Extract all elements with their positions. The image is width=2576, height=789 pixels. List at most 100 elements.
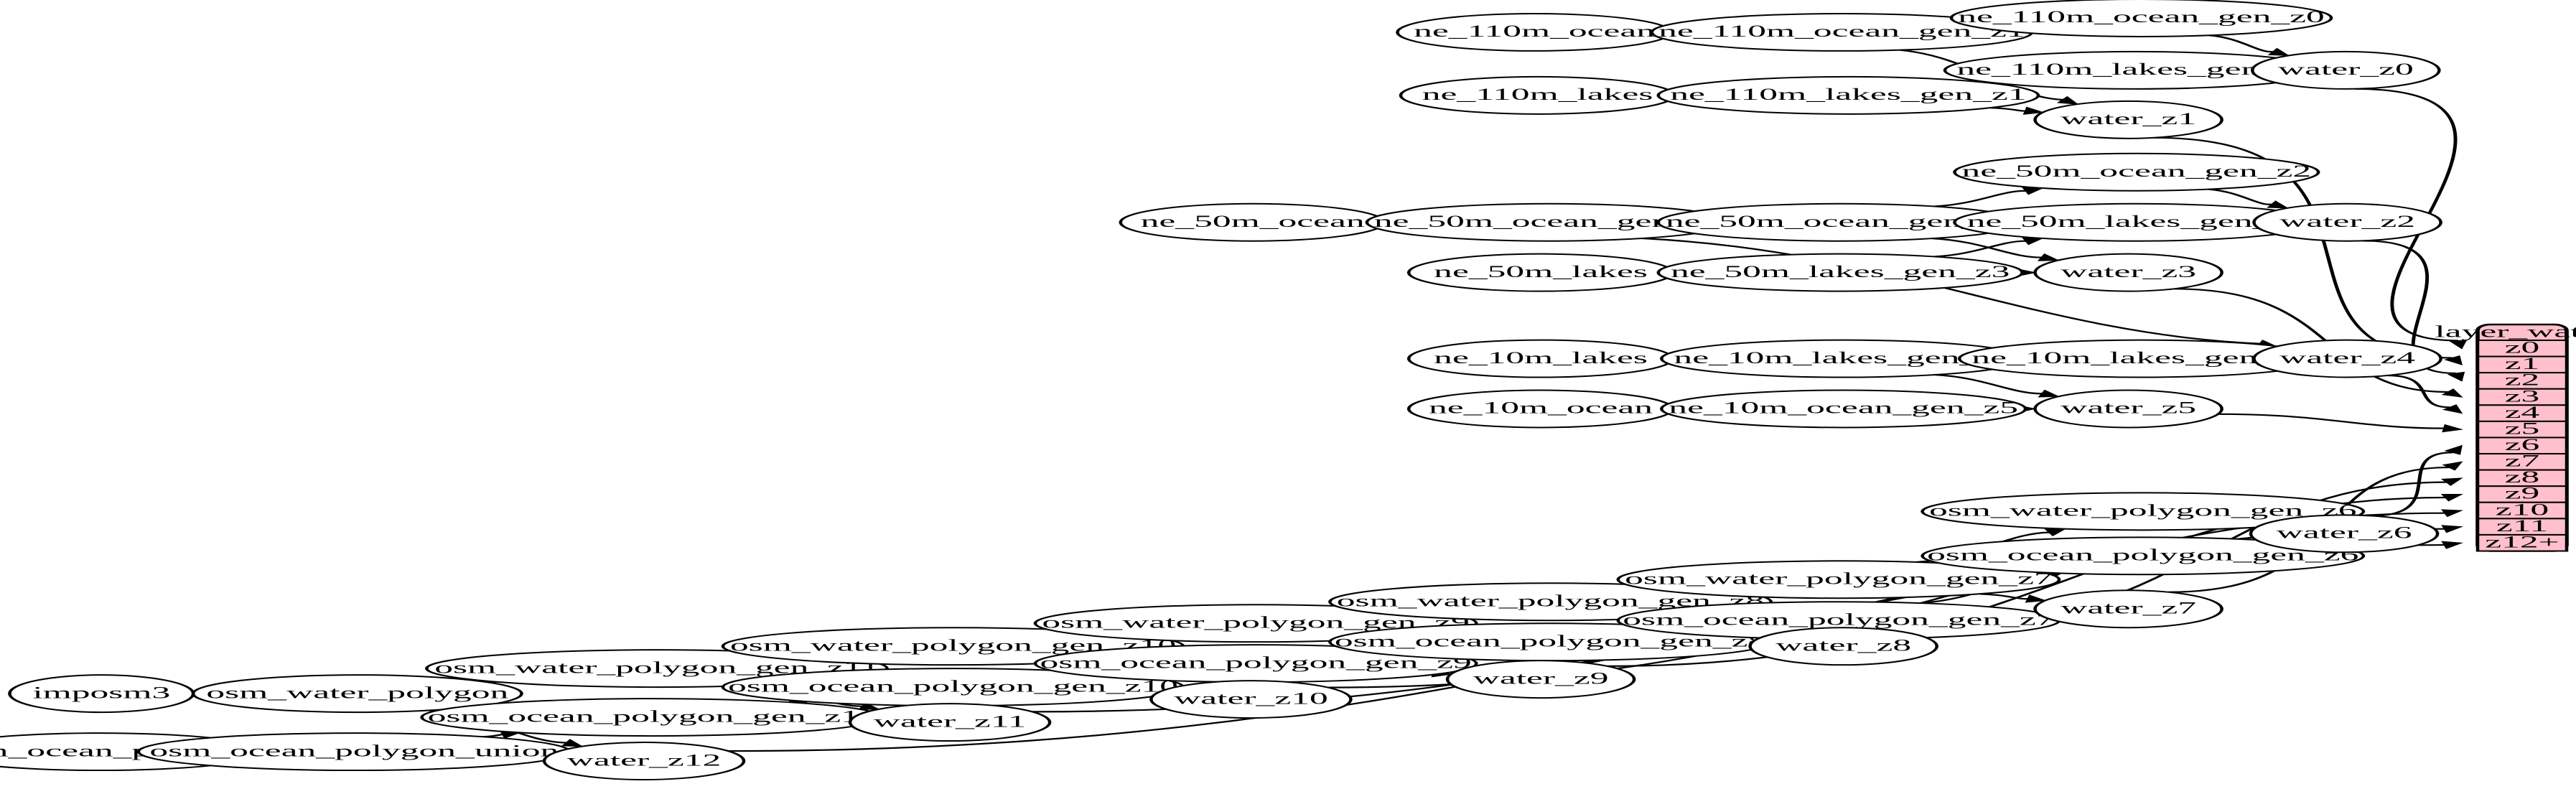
node-label: osm_ocean_polygon_gen_z11: [428, 707, 877, 726]
graph-node-water_z2[interactable]: water_z2: [2252, 202, 2442, 242]
graph-node-ne_110m_ocean_gen_z0[interactable]: ne_110m_ocean_gen_z0: [1949, 0, 2333, 37]
record-row-label: z5: [2505, 419, 2540, 438]
node-label: ne_10m_lakes: [1434, 348, 1648, 367]
record-node-layer: layer_waterz0z1z2z3z4z5z6z7z8z9z10z11z12…: [2435, 322, 2576, 552]
arrow-head-icon: [2442, 424, 2464, 433]
node-ellipse: [2249, 514, 2440, 554]
node-label: ne_50m_lakes_gen_z3: [1671, 262, 2010, 281]
node-label: water_z12: [567, 751, 722, 770]
node-ellipse: [1616, 560, 2061, 599]
graph-node-water_z5[interactable]: water_z5: [2033, 389, 2223, 429]
arrow-head-icon: [2442, 404, 2463, 414]
node-label: water_z4: [2279, 348, 2415, 367]
node-label: ne_110m_lakes_gen_z1: [1670, 85, 2026, 103]
node-ellipse: [1656, 75, 2040, 115]
record-row-label: z2: [2505, 370, 2540, 389]
graph-edge: [1979, 593, 2029, 600]
graph-node-ne_50m_ocean_gen_z4[interactable]: ne_50m_ocean_gen_z4: [1365, 202, 1732, 242]
graph-node-ne_10m_ocean[interactable]: ne_10m_ocean: [1406, 389, 1675, 429]
node-ellipse: [2252, 202, 2442, 242]
graph-node-water_z8[interactable]: water_z8: [1748, 627, 1938, 666]
node-label: water_z1: [2061, 109, 2196, 128]
graph-node-ne_50m_lakes_gen_z3[interactable]: ne_50m_lakes_gen_z3: [1656, 253, 2024, 292]
graph-node-osm_ocean_polygon_union[interactable]: osm_ocean_polygon_union: [136, 732, 572, 772]
node-label: ne_50m_ocean_gen_z2: [1961, 162, 2311, 180]
graph-node-water_z4[interactable]: water_z4: [2252, 339, 2442, 378]
node-ellipse: [1748, 627, 1938, 666]
graph-edge: [1934, 190, 2026, 207]
node-label: osm_ocean_polygon_gen_z10: [728, 677, 1178, 696]
arrow-head-icon: [2440, 493, 2464, 502]
graph-edge: [2208, 34, 2274, 53]
graph-node-osm_ocean_polygon_gen_z7[interactable]: osm_ocean_polygon_gen_z7: [1616, 601, 2061, 640]
graph-node-water_z12[interactable]: water_z12: [542, 742, 746, 781]
node-label: water_z3: [2061, 262, 2196, 281]
node-label: ne_50m_ocean: [1141, 212, 1365, 230]
graph-node-water_z10[interactable]: water_z10: [1149, 680, 1353, 719]
graph-node-water_z9[interactable]: water_z9: [1445, 660, 1636, 699]
record-node-layer-water[interactable]: layer_waterz0z1z2z3z4z5z6z7z8z9z10z11z12…: [2435, 322, 2576, 552]
node-label: osm_water_polygon_gen_z7: [1625, 569, 2053, 588]
graph-node-osm_ocean_polygon_gen_z11[interactable]: osm_ocean_polygon_gen_z11: [420, 698, 885, 737]
graph-edge: [2208, 188, 2272, 205]
arrow-head-icon: [2442, 461, 2463, 471]
arrow-head-icon: [2056, 95, 2079, 105]
graph-node-ne_110m_lakes_gen_z1[interactable]: ne_110m_lakes_gen_z1: [1656, 75, 2040, 115]
node-label: water_z7: [2061, 599, 2196, 617]
arrow-head-icon: [2022, 106, 2045, 115]
graph-node-ne_10m_lakes[interactable]: ne_10m_lakes: [1406, 339, 1675, 378]
arrow-head-icon: [2038, 389, 2061, 398]
record-row-label: z6: [2505, 435, 2540, 454]
graph-node-water_z7[interactable]: water_z7: [2033, 589, 2223, 629]
graph-node-ne_110m_ocean[interactable]: ne_110m_ocean: [1396, 12, 1673, 52]
node-label: water_z9: [1473, 669, 1609, 688]
graph-node-water_z6[interactable]: water_z6: [2249, 514, 2440, 554]
arrow-head-icon: [2444, 444, 2463, 455]
graph-edge: [1934, 240, 2026, 258]
graph-node-water_z11[interactable]: water_z11: [848, 703, 1052, 742]
node-ellipse: [542, 742, 746, 781]
node-label: water_z5: [2061, 398, 2196, 417]
node-ellipse: [1660, 389, 2027, 429]
arrow-head-icon: [561, 739, 584, 747]
node-ellipse: [2252, 339, 2442, 378]
graph-node-osm_ocean_polygon_gen_z10[interactable]: osm_ocean_polygon_gen_z10: [721, 668, 1185, 707]
record-row-z12+[interactable]: [2475, 533, 2569, 552]
graph-node-osm_ocean_polygon_gen_z8[interactable]: osm_ocean_polygon_gen_z8: [1328, 622, 1773, 662]
node-label: water_z11: [874, 712, 1027, 731]
node-label: water_z6: [2277, 523, 2412, 542]
node-label: osm_water_polygon: [206, 683, 508, 702]
graph-node-ne_50m_ocean_gen_z2[interactable]: ne_50m_ocean_gen_z2: [1953, 152, 2320, 192]
node-label: imposm3: [32, 683, 170, 702]
graph-node-ne_50m_lakes_gen_z2[interactable]: ne_50m_lakes_gen_z2: [1953, 202, 2320, 242]
node-label: ne_10m_ocean_gen_z5: [1669, 398, 2018, 417]
graph-node-osm_water_polygon_gen_z7[interactable]: osm_water_polygon_gen_z7: [1616, 560, 2061, 599]
node-label: water_z10: [1174, 689, 1328, 708]
graph-node-osm_water_polygon_gen_z6[interactable]: osm_water_polygon_gen_z6: [1921, 492, 2366, 531]
record-row-label: z3: [2505, 387, 2540, 406]
graph-node-ne_50m_ocean[interactable]: ne_50m_ocean: [1119, 202, 1386, 242]
node-label: ne_50m_lakes_gen_z2: [1967, 212, 2306, 230]
record-row-label: z1: [2505, 354, 2540, 373]
graph-node-ne_110m_ocean_gen_z1[interactable]: ne_110m_ocean_gen_z1: [1650, 12, 2034, 52]
graph-node-water_z3[interactable]: water_z3: [2033, 253, 2223, 292]
graph-node-osm_water_polygon[interactable]: osm_water_polygon: [191, 674, 523, 714]
graph-node-ne_50m_lakes[interactable]: ne_50m_lakes: [1406, 253, 1675, 292]
graph-node-ne_10m_ocean_gen_z5[interactable]: ne_10m_ocean_gen_z5: [1660, 389, 2027, 429]
graph-node-ne_10m_lakes_gen_z4[interactable]: ne_10m_lakes_gen_z4: [1957, 339, 2325, 378]
graph-edge: [2218, 413, 2445, 429]
graph-node-ne_110m_lakes[interactable]: ne_110m_lakes: [1399, 75, 1676, 115]
graph-edge: [2371, 452, 2453, 517]
node-ellipse: [2033, 389, 2223, 429]
node-ellipse: [2251, 50, 2441, 90]
node-ellipse: [1949, 0, 2333, 37]
node-label: ne_110m_lakes: [1422, 85, 1653, 103]
graph-node-water_z0[interactable]: water_z0: [2251, 50, 2441, 90]
graph-edge: [1990, 107, 2027, 112]
node-ellipse: [1445, 660, 1636, 699]
graph-node-osm_water_polygon_gen_z10[interactable]: osm_water_polygon_gen_z10: [721, 627, 1185, 666]
arrow-head-icon: [2449, 339, 2468, 350]
graph-node-water_z1[interactable]: water_z1: [2033, 100, 2223, 139]
graph-node-imposm3[interactable]: imposm3: [8, 674, 195, 714]
